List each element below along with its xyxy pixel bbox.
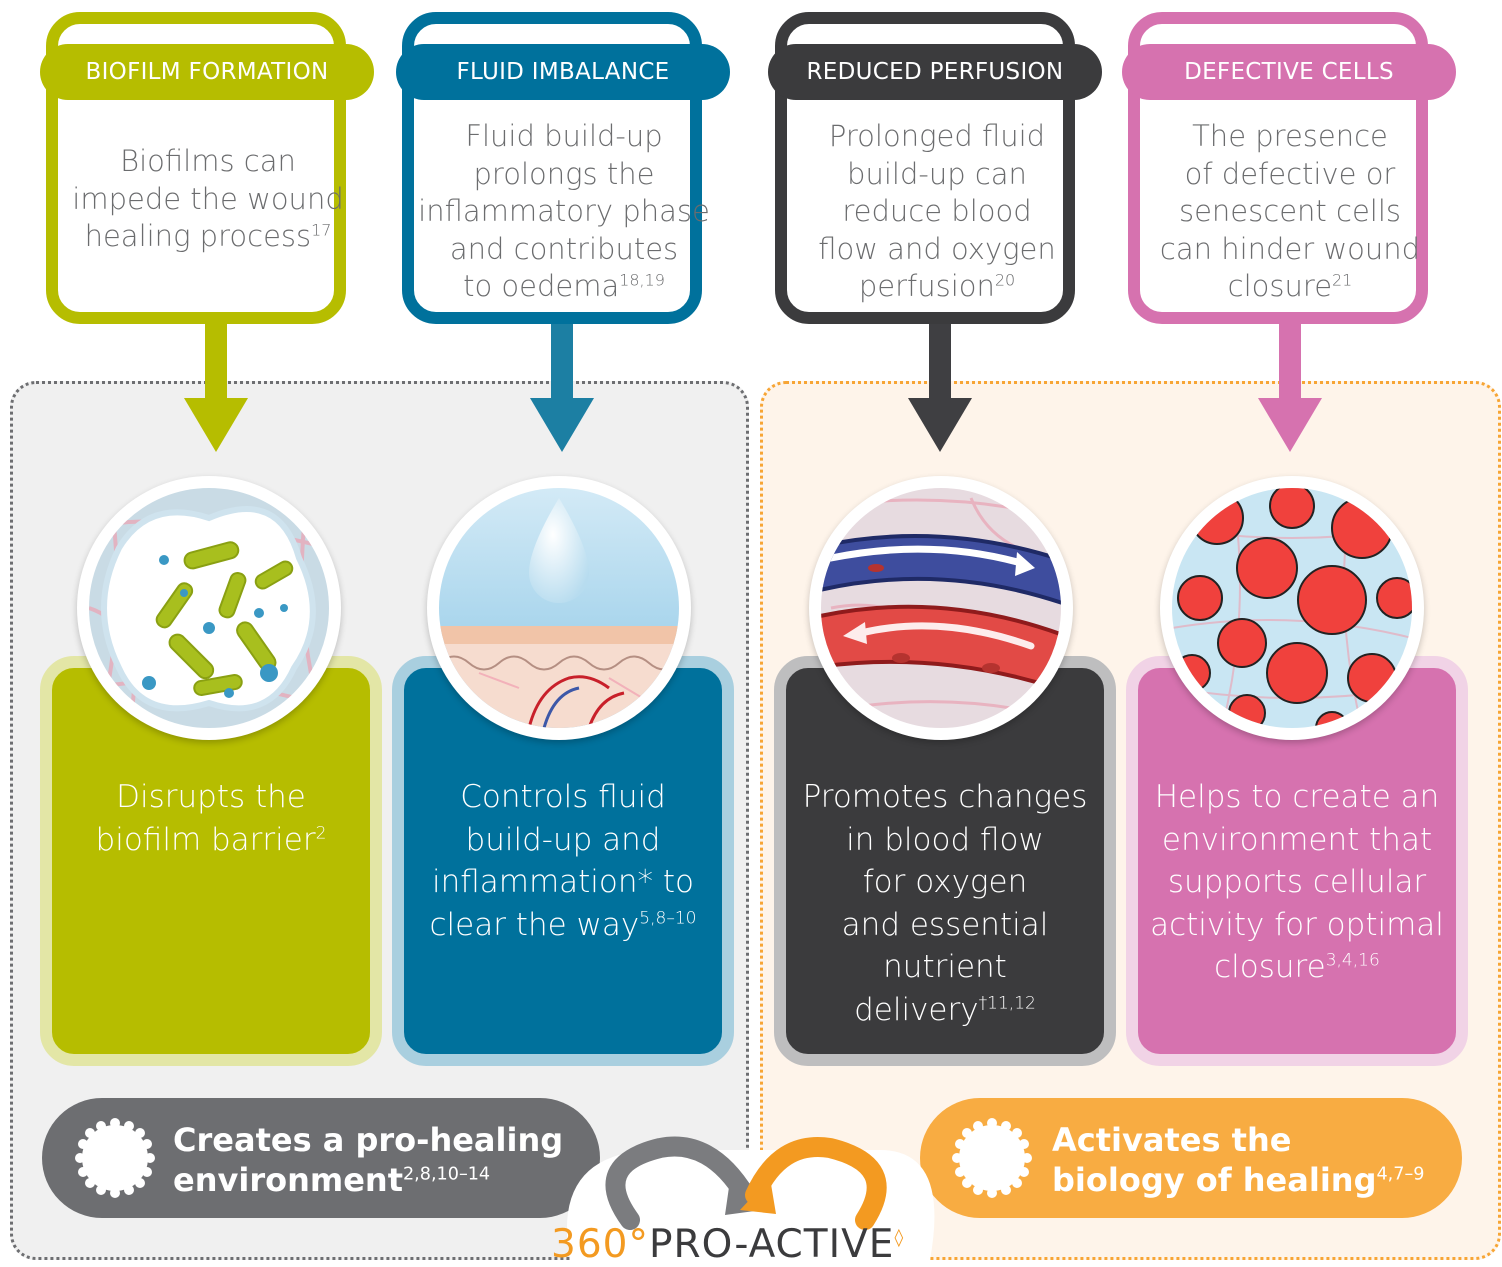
gear-icon [952,1118,1032,1198]
gear-icon [75,1118,155,1198]
pro-healing-banner-text: Creates a pro-healing environment2,8,10–… [173,1121,564,1199]
fluid-solution-text: Controls fluid build-up and inflammation… [429,779,697,943]
brand-logo-arrows [566,1136,935,1260]
arrow-fluid [530,320,594,452]
cells-illustration [1160,476,1424,740]
fluid-label: FLUID IMBALANCE [396,44,730,100]
arrows-layer [184,320,1322,452]
perfusion-label: REDUCED PERFUSION [768,44,1102,100]
fluid-problem-text: Fluid build-up prolongs the inflammatory… [418,119,710,303]
perfusion-illustration [809,476,1073,740]
biofilm-label: BIOFILM FORMATION [40,44,374,100]
cells-solution-text: Helps to create an environment that supp… [1150,779,1444,985]
fluid-illustration [427,476,691,740]
brand-wordmark: 360°PRO-ACTIVE◊ [551,1222,905,1267]
biofilm-solution-text: Disrupts the biofilm barrier2 [95,779,327,858]
perfusion-solution-text: Promotes changes in blood flow for oxyge… [802,779,1088,1028]
biofilm-illustration [77,476,341,740]
arrow-biofilm [184,320,248,452]
biofilm-problem-text: Biofilms can impede the wound healing pr… [72,144,344,253]
arrow-perfusion [908,320,972,452]
arrow-cells [1258,320,1322,452]
biology-banner-text: Activates the biology of healing4,7–9 [1052,1121,1425,1199]
cells-label: DEFECTIVE CELLS [1122,44,1456,100]
perfusion-problem-text: Prolonged fluid build-up can reduce bloo… [818,119,1056,303]
cells-problem-text: The presence of defective or senescent c… [1159,119,1421,303]
